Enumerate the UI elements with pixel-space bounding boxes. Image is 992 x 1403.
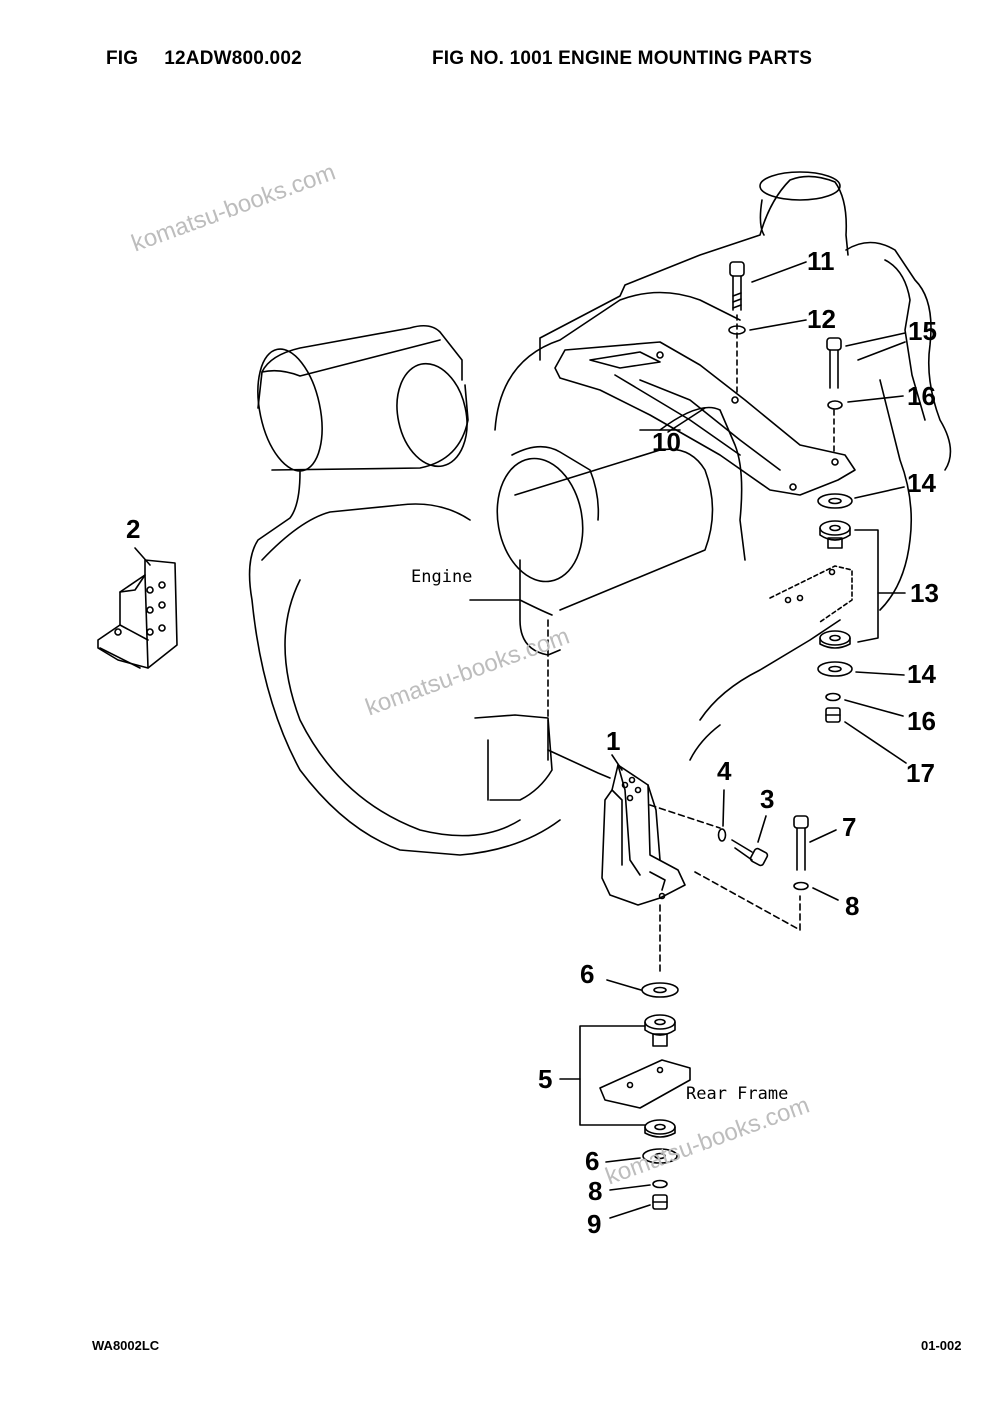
nut-9 [609, 1194, 668, 1219]
callout-3: 3 [760, 784, 774, 814]
callout-6-upper: 6 [580, 959, 594, 989]
fig-code: 12ADW800.002 [164, 48, 302, 69]
callout-2: 2 [126, 514, 140, 544]
callout-17: 17 [906, 758, 935, 788]
washer-6-lower [605, 1148, 678, 1164]
bolt-15 [826, 332, 906, 456]
document-code: WA8002LC [92, 1338, 160, 1353]
callout-13: 13 [910, 578, 939, 608]
bracket-1 [547, 749, 801, 976]
callout-1: 1 [606, 726, 620, 756]
callout-4: 4 [717, 756, 732, 786]
nut-17 [825, 707, 907, 764]
callout-11: 11 [807, 246, 835, 276]
washer-4 [717, 789, 727, 842]
callout-16-upper: 16 [907, 381, 936, 411]
callout-10: 10 [652, 427, 681, 457]
callout-14-upper: 14 [907, 468, 936, 498]
washer-8-lower [609, 1179, 668, 1191]
washer-16-upper [827, 395, 904, 410]
callout-14-lower: 14 [907, 659, 936, 689]
rear-frame-label: Rear Frame [686, 1084, 788, 1104]
callout-5: 5 [538, 1064, 552, 1094]
bolt-11 [729, 261, 807, 396]
page-number: 01-002 [921, 1338, 962, 1353]
callout-7: 7 [842, 812, 856, 842]
figure-id: FIG 12ADW800.002 [106, 48, 302, 70]
bolt-3 [731, 815, 769, 867]
callout-16-lower: 16 [907, 706, 936, 736]
bracket-2 [97, 547, 178, 669]
callout-9: 9 [587, 1209, 601, 1239]
bracket-10 [554, 341, 856, 496]
washer-14-upper [817, 486, 905, 509]
washer-8-upper [793, 881, 839, 901]
washer-16-lower [825, 692, 904, 717]
callout-8-upper: 8 [845, 891, 859, 921]
washer-14-lower [817, 661, 905, 677]
page-title: FIG NO. 1001 ENGINE MOUNTING PARTS [432, 48, 813, 69]
mount-5 [559, 1014, 691, 1138]
callout-6-lower: 6 [585, 1146, 599, 1176]
mount-13 [769, 520, 906, 649]
callout-8-lower: 8 [588, 1176, 602, 1206]
callout-15: 15 [908, 316, 937, 346]
washer-6-upper [606, 979, 679, 998]
callout-12: 12 [807, 304, 836, 334]
engine-outline [248, 171, 952, 856]
bolt-7 [793, 815, 837, 871]
washer-12 [728, 319, 807, 335]
engine-label: Engine [411, 567, 472, 587]
fig-label: FIG [106, 48, 139, 69]
